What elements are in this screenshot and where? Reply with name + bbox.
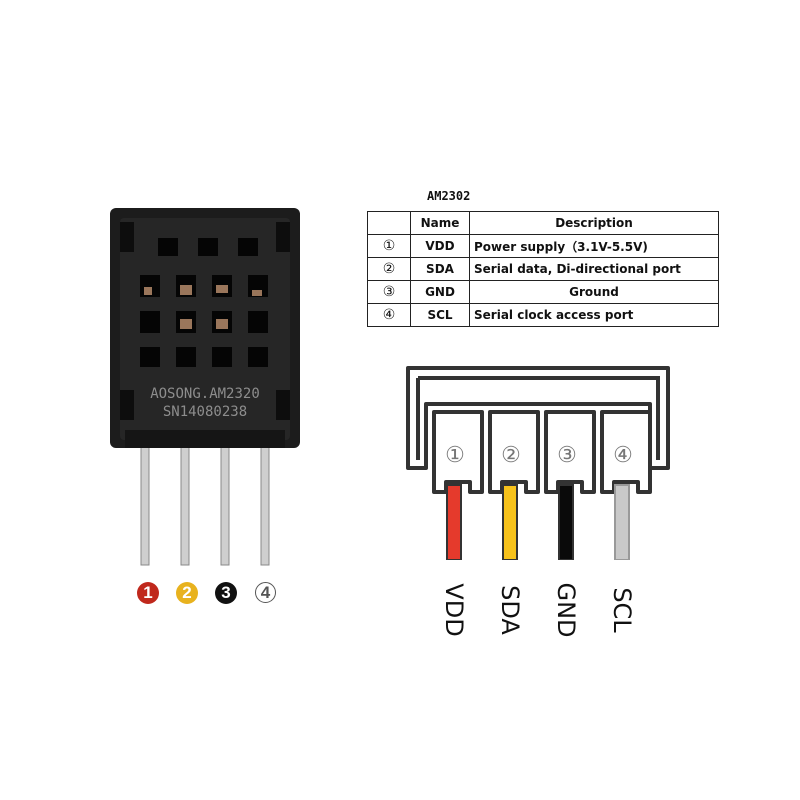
pin-description-table: Name Description ① VDD Power supply（3.1V… — [367, 211, 719, 327]
connector-pin-number-1: ① — [445, 443, 465, 468]
wire-gnd — [558, 484, 574, 560]
row-num: ① — [367, 234, 411, 258]
header-name: Name — [410, 211, 470, 235]
row-num: ④ — [367, 303, 411, 327]
row-description: Serial data, Di-directional port — [469, 257, 719, 281]
row-name: SDA — [410, 257, 470, 281]
wire-label-gnd: GND — [546, 580, 586, 640]
wire-label-gnd-text: GND — [552, 582, 580, 638]
connector-pin-number-2: ② — [501, 443, 521, 468]
wire-label-scl-text: SCL — [608, 587, 636, 633]
header-description: Description — [469, 211, 719, 235]
table-row: ④ SCL Serial clock access port — [367, 303, 719, 327]
wire-scl — [614, 484, 630, 560]
wire-label-sda-text: SDA — [496, 585, 524, 635]
wire-vdd — [446, 484, 462, 560]
header-num — [367, 211, 411, 235]
connector-pin-number-4: ④ — [613, 443, 633, 468]
pin-badge-1: 1 — [137, 582, 159, 604]
pin-badge-2: 2 — [176, 582, 198, 604]
connector-slot-4 — [600, 410, 652, 494]
table-row: ① VDD Power supply（3.1V-5.5V) — [367, 234, 719, 258]
sensor-marking-line2: SN14080238 — [163, 404, 247, 420]
sensor-marking-line1: AOSONG.AM2320 — [150, 386, 260, 402]
connector-slot-2 — [488, 410, 540, 494]
wire-label-vdd-text: VDD — [440, 583, 468, 637]
sensor-pin-2 — [180, 439, 190, 566]
sensor-pin-1 — [140, 439, 150, 566]
wire-label-sda: SDA — [490, 580, 530, 640]
sensor-pin-3 — [220, 439, 230, 566]
sensor-pin-4 — [260, 439, 270, 566]
wire-sda — [502, 484, 518, 560]
row-description: Serial clock access port — [469, 303, 719, 327]
pin-badge-4: 4 — [255, 582, 276, 603]
row-name: GND — [410, 280, 470, 304]
connector-diagram: ① ② ③ ④ — [406, 366, 670, 560]
row-name: VDD — [410, 234, 470, 258]
connector-pin-number-3: ③ — [557, 443, 577, 468]
table-title: AM2302 — [427, 189, 471, 203]
pin-badge-3: 3 — [215, 582, 237, 604]
row-description: Power supply（3.1V-5.5V) — [469, 234, 719, 258]
wire-label-vdd: VDD — [434, 580, 474, 640]
table-row: ② SDA Serial data, Di-directional port — [367, 257, 719, 281]
table-row: ③ GND Ground — [367, 280, 719, 304]
sensor-pins — [140, 439, 270, 566]
connector-slot-1 — [432, 410, 484, 494]
row-num: ② — [367, 257, 411, 281]
row-num: ③ — [367, 280, 411, 304]
wire-label-scl: SCL — [602, 580, 642, 640]
row-name: SCL — [410, 303, 470, 327]
connector-slot-3 — [544, 410, 596, 494]
connector-housing-outline — [406, 366, 670, 470]
row-description: Ground — [469, 280, 719, 304]
am2320-sensor-illustration: AOSONG.AM2320 SN14080238 — [110, 208, 300, 566]
table-header-row: Name Description — [367, 211, 719, 235]
